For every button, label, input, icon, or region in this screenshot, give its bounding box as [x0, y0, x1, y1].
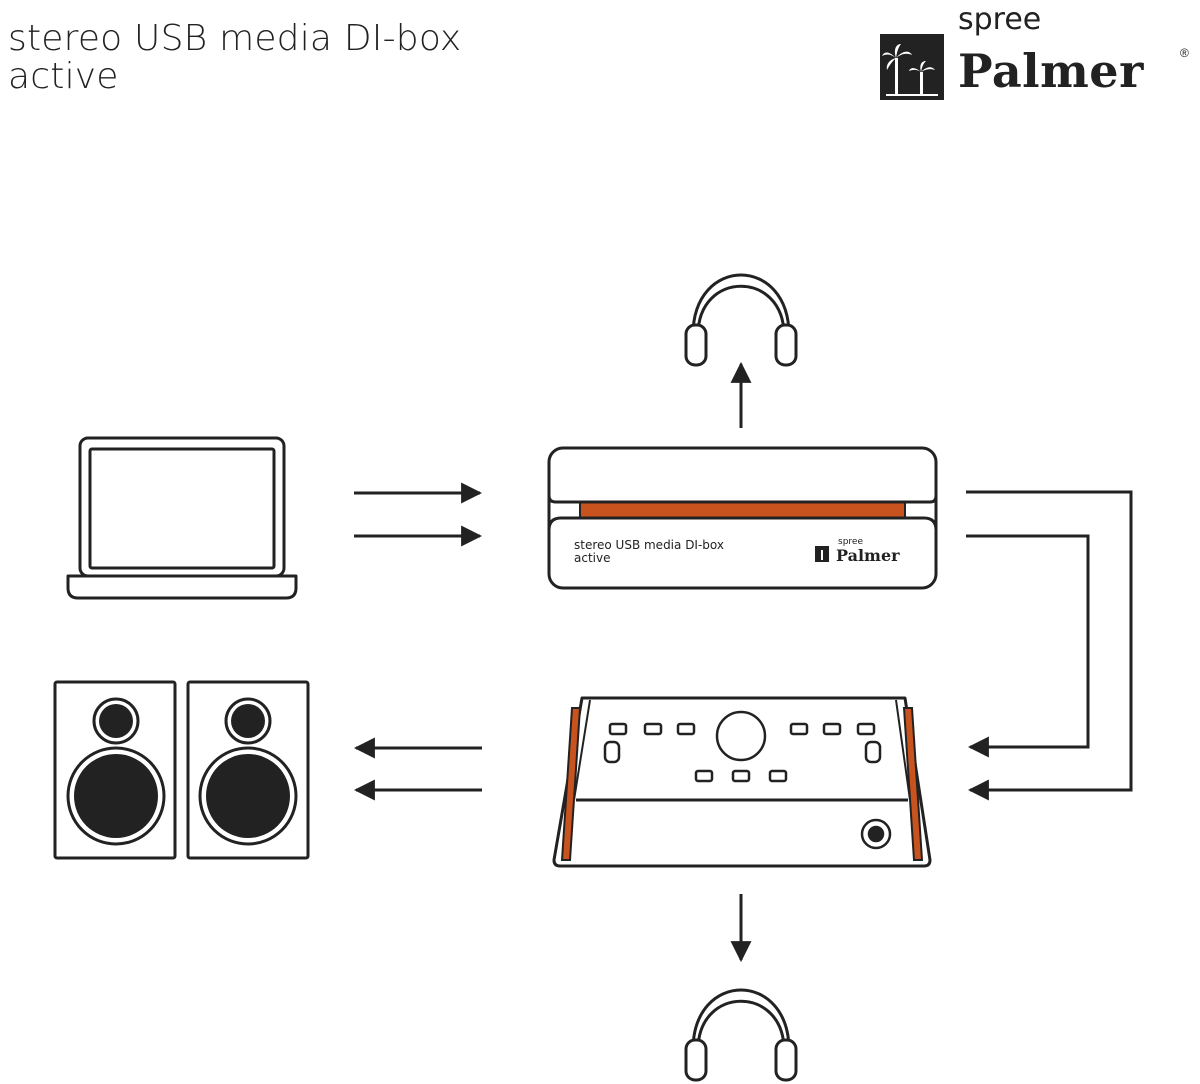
speakers-icon — [53, 680, 310, 860]
palm-logo-icon — [880, 34, 944, 100]
page-title: stereo USB media DI-box active — [8, 20, 461, 96]
device-brand-name: Palmer — [836, 546, 900, 565]
headphones-icon — [684, 273, 798, 367]
di-to-controller-line-outer — [966, 490, 1133, 801]
device-brand-sub: spree — [838, 537, 863, 547]
di-box-icon: stereo USB media DI-box active spree Pal… — [547, 446, 938, 590]
device-palm-logo-icon — [815, 546, 829, 562]
laptop-icon — [66, 436, 298, 600]
speaker-left — [53, 680, 177, 860]
device-label-line-1: stereo USB media DI-box — [574, 538, 724, 552]
monitor-controller-icon — [552, 696, 932, 868]
device-label-line-2: active — [574, 551, 610, 565]
title-line-2: active — [8, 56, 119, 97]
di-to-controller-line-inner — [966, 534, 1090, 758]
title-line-1: stereo USB media DI-box — [8, 18, 462, 59]
brand-registered-mark: ® — [1180, 46, 1189, 60]
brand-name: Palmer — [958, 44, 1144, 98]
headphones-icon-bottom — [684, 988, 798, 1082]
speaker-right — [186, 680, 310, 860]
brand-subtitle: spree — [958, 2, 1042, 37]
